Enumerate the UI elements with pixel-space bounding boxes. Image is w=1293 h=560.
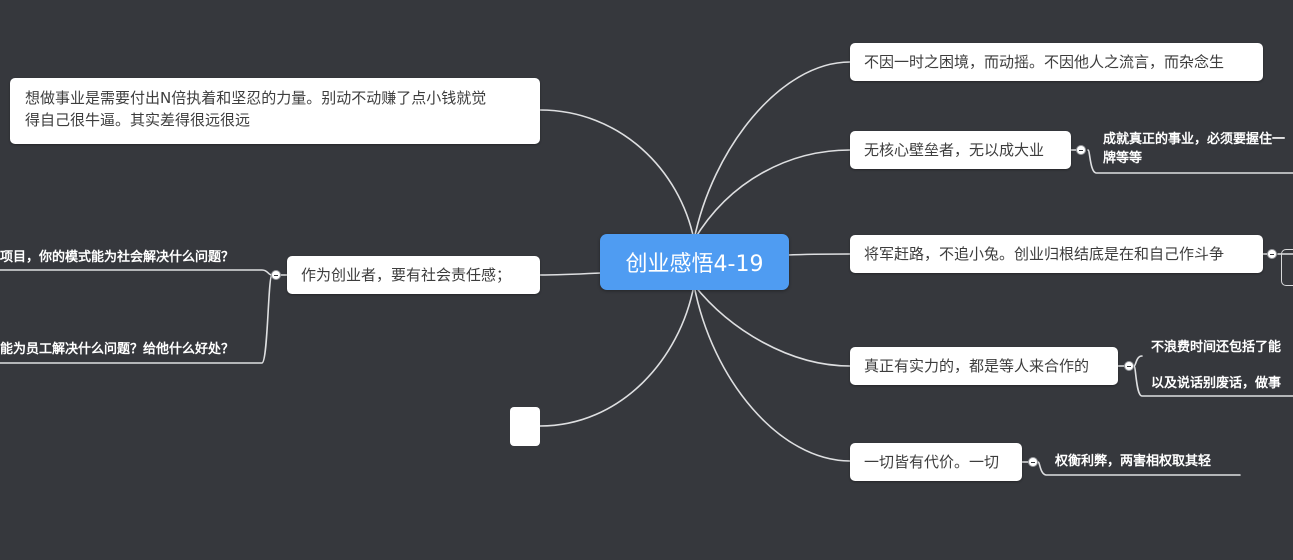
collapse-toggle-icon[interactable]: [1267, 249, 1277, 259]
subtopic-core-barrier-line-1[interactable]: 成就真正的事业，必须要握住一: [1103, 132, 1286, 147]
subtopic-weigh-options[interactable]: 权衡利弊，两害相权取其轻: [1055, 454, 1212, 469]
subtopic-employee-benefit[interactable]: 能为员工解决什么问题？给他什么好处？: [0, 342, 235, 357]
topic-steadfast[interactable]: 不因一时之困境，而动摇。不因他人之流言，而杂念生: [850, 43, 1263, 81]
topic-core-barrier[interactable]: 无核心壁垒者，无以成大业: [850, 131, 1071, 169]
topic-core-barrier-label: 无核心壁垒者，无以成大业: [864, 141, 1045, 159]
subtopic-no-nonsense[interactable]: 以及说话别废话，做事: [1151, 376, 1282, 391]
edge-root-left-3: [539, 284, 695, 427]
subtopic-save-time[interactable]: 不浪费时间还包括了能: [1151, 340, 1282, 355]
edge-root-left-1: [539, 109, 695, 241]
edge-root-right-4: [693, 284, 851, 367]
topic-effort-line-2: 得自己很牛逼。其实差得很远很远: [25, 111, 251, 129]
topic-cost-label: 一切皆有代价。一切: [864, 453, 1000, 471]
root-topic[interactable]: 创业感悟4-19: [600, 234, 789, 290]
topic-real-strength-label: 真正有实力的，都是等人来合作的: [864, 357, 1090, 375]
topic-real-strength[interactable]: 真正有实力的，都是等人来合作的: [850, 347, 1118, 385]
topic-effort[interactable]: 想做事业是需要付出N倍执着和坚忍的力量。别动不动赚了点小钱就觉 得自己很牛逼。其…: [10, 78, 540, 144]
collapse-toggle-icon[interactable]: [1076, 145, 1086, 155]
edge-root-left-2: [539, 272, 602, 276]
topic-general-path[interactable]: 将军赶路，不追小兔。创业归根结底是在和自己作斗争: [850, 235, 1263, 273]
subtopic-general-path-box[interactable]: [1281, 249, 1293, 286]
collapse-toggle-icon[interactable]: [271, 270, 281, 280]
topic-cost[interactable]: 一切皆有代价。一切: [850, 443, 1022, 481]
topic-social-responsibility-label: 作为创业者，要有社会责任感；: [301, 266, 512, 284]
edge-root-right-3: [787, 253, 851, 256]
subtopic-core-barrier-line-2: 牌等等: [1103, 151, 1143, 166]
edge-root-right-1: [693, 61, 851, 241]
topic-general-path-label: 将军赶路，不追小兔。创业归根结底是在和自己作斗争: [864, 245, 1225, 263]
collapse-toggle-icon[interactable]: [1028, 457, 1038, 467]
edge-root-right-2: [693, 149, 851, 241]
root-topic-label: 创业感悟4-19: [625, 252, 764, 277]
edge-root-right-5: [693, 284, 851, 462]
topic-social-responsibility[interactable]: 作为创业者，要有社会责任感；: [287, 256, 540, 294]
topic-steadfast-label: 不因一时之困境，而动摇。不因他人之流言，而杂念生: [864, 53, 1225, 71]
subtopic-social-problem[interactable]: 项目，你的模式能为社会解决什么问题？: [0, 250, 235, 265]
topic-effort-line-1: 想做事业是需要付出N倍执着和坚忍的力量。别动不动赚了点小钱就觉: [25, 89, 487, 107]
topic-empty[interactable]: [510, 407, 540, 446]
collapse-toggle-icon[interactable]: [1124, 361, 1134, 371]
edge-sub-left: [0, 269, 288, 364]
